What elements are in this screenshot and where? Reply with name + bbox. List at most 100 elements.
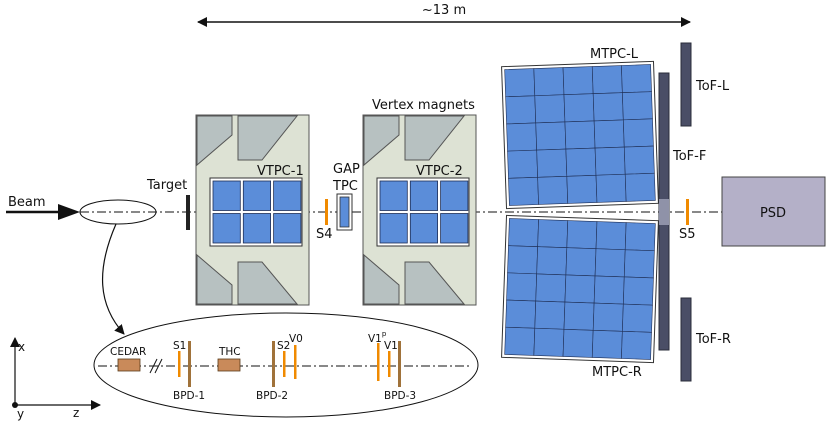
s5-label: S5	[679, 227, 696, 242]
yoke-tl-1	[196, 115, 233, 167]
tof-l-wall	[680, 42, 692, 127]
axis-z-label: z	[73, 406, 79, 420]
mtpc-l-pad	[595, 173, 627, 203]
thc-detector	[217, 358, 241, 372]
bpd1-plane	[188, 341, 191, 387]
bpd3-label: BPD-3	[384, 390, 416, 402]
mtpc-l-pad	[622, 118, 654, 148]
zoom-connector-arrow	[102, 223, 125, 335]
vtpc2-pad	[409, 213, 438, 244]
vtpc1-pad	[212, 180, 241, 211]
s1-label: S1	[173, 340, 186, 352]
tof-f-beam-hole	[659, 199, 669, 225]
v1-label: V1	[384, 340, 398, 352]
length-label: ~13 m	[422, 3, 466, 18]
s2-label: S2	[277, 340, 290, 352]
mtpc-l-pad	[506, 122, 538, 152]
break-mark-1	[149, 358, 158, 374]
v1-veto	[388, 351, 391, 377]
vtpc2-pad	[440, 180, 469, 211]
mtpc-r-pad	[593, 275, 625, 305]
v0-label: V0	[289, 333, 303, 345]
tof-l-label: ToF-L	[695, 79, 730, 94]
axis-x-label: x	[18, 340, 25, 354]
s4-scintillator	[325, 199, 328, 225]
yoke-br-1	[237, 261, 299, 305]
vtpc1-pad	[273, 180, 302, 211]
mtpc-l	[501, 60, 659, 210]
mtpc-r-pad	[623, 249, 655, 279]
mtpc-r-pad	[505, 299, 537, 329]
mtpc-r-pad	[536, 246, 568, 276]
mtpc-r-pad	[563, 301, 595, 331]
mtpc-r-pad	[594, 248, 626, 278]
s5-scintillator	[686, 199, 689, 225]
gap-label: GAP	[333, 162, 360, 177]
cedar-detector	[117, 358, 141, 372]
mtpc-r-pad	[565, 247, 597, 277]
mtpc-r-pad	[507, 245, 538, 275]
s2-scintillator	[283, 351, 286, 377]
vtpc2-pad	[379, 180, 408, 211]
beamline-detail-ellipse	[93, 312, 479, 418]
yoke-bl-2	[363, 253, 400, 305]
tof-r-wall	[680, 297, 692, 382]
mtpc-r-pad	[533, 327, 565, 357]
mtpc-r-label: MTPC-R	[592, 365, 642, 380]
mtpc-l-pad	[535, 121, 567, 151]
yoke-tl-2	[363, 115, 400, 167]
break-mark-2	[154, 358, 163, 374]
mtpc-r-pad	[562, 328, 594, 358]
mtpc-l-pad	[536, 148, 568, 178]
mtpc-r-pad	[621, 330, 652, 360]
beam-label: Beam	[8, 195, 46, 210]
mtpc-l-pad	[565, 147, 597, 177]
mtpc-l-pad	[508, 176, 539, 206]
target-label: Target	[146, 178, 187, 193]
mtpc-l-pad	[537, 175, 569, 205]
mtpc-r-pad	[535, 273, 567, 303]
s4-label: S4	[316, 227, 333, 242]
mtpc-l-pad	[534, 94, 566, 124]
v1p-label: V1p	[368, 330, 387, 345]
vtpc2-label: VTPC-2	[416, 164, 463, 179]
mtpc-l-pad	[563, 93, 595, 123]
vtpc1-pad	[212, 213, 241, 244]
mtpc-l-pad	[507, 149, 538, 179]
mtpc-r-pad	[566, 220, 598, 250]
tof-f-label: ToF-F	[672, 149, 706, 164]
yoke-bl-1	[196, 253, 233, 305]
mtpc-r-pad	[622, 276, 654, 306]
vtpc1-pad	[273, 213, 302, 244]
vtpc1-label: VTPC-1	[257, 164, 304, 179]
mtpc-r-pad	[592, 302, 624, 332]
mtpc-l-pad	[593, 119, 625, 149]
mtpc-l-pad	[533, 67, 565, 97]
mtpc-l-pad	[504, 68, 536, 98]
mtpc-l-pad	[566, 174, 598, 204]
mtpc-r	[501, 214, 659, 364]
psd-label: PSD	[760, 206, 786, 221]
v1p-veto	[377, 343, 380, 381]
mtpc-l-pad	[622, 91, 653, 121]
mtpc-r-pad	[564, 274, 596, 304]
mtpc-l-pad	[592, 92, 624, 122]
yoke-tr-1	[237, 115, 299, 161]
bpd2-label: BPD-2	[256, 390, 288, 402]
vtpc1-pad	[242, 213, 272, 244]
mtpc-r-pad	[534, 300, 566, 330]
y-axis-dot	[12, 402, 18, 408]
mtpc-r-pad	[622, 303, 653, 333]
mtpc-l-pad	[621, 64, 652, 94]
mtpc-r-pad	[504, 326, 536, 356]
mtpc-l-pad	[591, 65, 623, 95]
thc-label: THC	[218, 346, 241, 358]
yoke-tr-2	[404, 115, 466, 161]
mtpc-r-pad	[537, 219, 569, 249]
mtpc-l-pad	[623, 145, 655, 175]
mtpc-l-pad	[564, 120, 596, 150]
vertex-magnet-2	[362, 114, 477, 306]
mtpc-l-pad	[594, 146, 626, 176]
